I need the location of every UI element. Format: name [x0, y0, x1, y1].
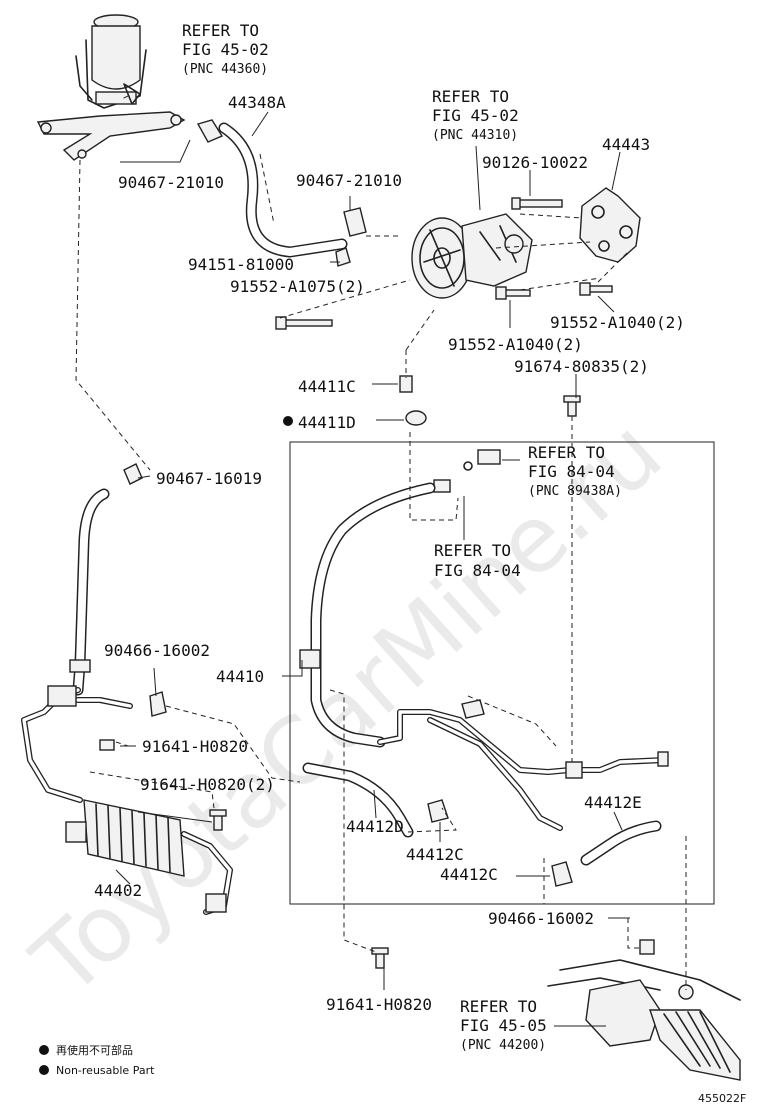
clamps-44412C [427, 799, 573, 887]
refer-pump-line1: REFER TO [432, 87, 509, 106]
pump-bracket-44443 [579, 187, 641, 263]
label-44410: 44410 [216, 667, 264, 686]
label-94151-81000: 94151-81000 [188, 255, 294, 274]
label-44412C-b: 44412C [440, 865, 498, 884]
non-reusable-marker [283, 416, 293, 426]
leader-lines [115, 111, 630, 1027]
callout-refer-fig8404: REFER TO FIG 84-04 [434, 541, 521, 580]
label-91552-A1040-a: 91552-A1040(2) [550, 313, 685, 332]
label-91641-H0820-c: 91641-H0820 [326, 995, 432, 1014]
label-44411D: 44411D [298, 413, 356, 432]
label-44402: 44402 [94, 881, 142, 900]
pressure-sensor [433, 449, 501, 493]
cooler-pipes [21, 685, 167, 803]
legend: 再使用不可部品 Non-reusable Part [39, 1043, 155, 1077]
label-90467-16019: 90467-16019 [156, 469, 262, 488]
callout-refer-gear: REFER TO FIG 45-05 (PNC 44200) [460, 997, 547, 1053]
label-90466-16002-b: 90466-16002 [488, 909, 594, 928]
label-90467-21010-a: 90467-21010 [118, 173, 224, 192]
pump-bolts [275, 282, 613, 330]
label-91641-H0820-b: 91641-H0820(2) [140, 775, 275, 794]
label-91641-H0820-a: 91641-H0820 [142, 737, 248, 756]
hose-44412E [580, 820, 662, 866]
legend-line2: Non-reusable Part [56, 1064, 155, 1077]
bolt-91674 [563, 395, 581, 417]
steering-gear [547, 939, 741, 1081]
label-44412D: 44412D [346, 817, 404, 836]
label-44412E: 44412E [584, 793, 642, 812]
refer-sensor-line2: FIG 84-04 [528, 462, 615, 481]
refer-gear-line1: REFER TO [460, 997, 537, 1016]
label-91552-A1040-b: 91552-A1040(2) [448, 335, 583, 354]
refer-pump-line2: FIG 45-02 [432, 106, 519, 125]
label-91674-80835: 91674-80835(2) [514, 357, 649, 376]
refer-fig8404-line2: FIG 84-04 [434, 561, 521, 580]
label-90126-10022: 90126-10022 [482, 153, 588, 172]
legend-marker-1 [39, 1045, 49, 1055]
callout-refer-reservoir: REFER TO FIG 45-02 (PNC 44360) [182, 21, 269, 77]
union-44411C [399, 375, 413, 393]
refer-sensor-line1: REFER TO [528, 443, 605, 462]
hose-44412D [302, 762, 414, 838]
refer-gear-line2: FIG 45-05 [460, 1016, 547, 1035]
label-90466-16002-a: 90466-16002 [104, 641, 210, 660]
callout-refer-sensor: REFER TO FIG 84-04 (PNC 89438A) [528, 443, 622, 499]
legend-marker-2 [39, 1065, 49, 1075]
cooler-return-hose [69, 463, 143, 696]
suction-hose-44348A [196, 119, 367, 267]
label-44412C-a: 44412C [406, 845, 464, 864]
refer-sensor-line3: (PNC 89438A) [528, 484, 622, 499]
refer-reservoir-line2: FIG 45-02 [182, 40, 269, 59]
callout-refer-pump: REFER TO FIG 45-02 (PNC 44310) [432, 87, 519, 143]
power-steering-pump [411, 197, 563, 299]
label-44348A: 44348A [228, 93, 286, 112]
figure-code: 455022F [698, 1092, 746, 1105]
hose-group-box [289, 441, 715, 905]
label-90467-21010-b: 90467-21010 [296, 171, 402, 190]
refer-pump-line3: (PNC 44310) [432, 128, 518, 143]
legend-line1: 再使用不可部品 [56, 1043, 133, 1057]
guide-lines [75, 95, 687, 990]
refer-gear-line3: (PNC 44200) [460, 1038, 546, 1053]
label-44411C: 44411C [298, 377, 356, 396]
refer-reservoir-line3: (PNC 44360) [182, 62, 268, 77]
pressure-hose-44410 [299, 482, 436, 748]
bolt-91641-b [209, 809, 227, 831]
label-44443: 44443 [602, 135, 650, 154]
return-pipes [377, 699, 669, 831]
refer-reservoir-line1: REFER TO [182, 21, 259, 40]
gasket-44411D [405, 410, 427, 426]
label-91552-A1075: 91552-A1075(2) [230, 277, 365, 296]
refer-fig8404-line1: REFER TO [434, 541, 511, 560]
reservoir-assembly [36, 14, 186, 161]
